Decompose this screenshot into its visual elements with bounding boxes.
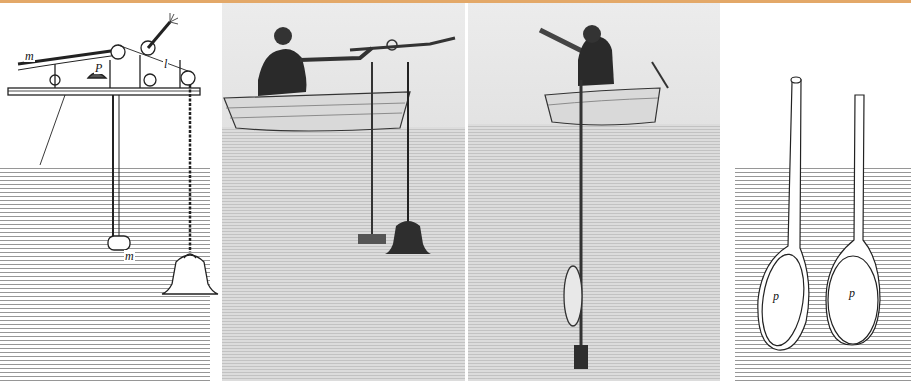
boat-tube-engraving-part	[545, 88, 660, 125]
boat-bell-engraving-part	[350, 38, 455, 50]
apparatus-drawing-part	[184, 254, 196, 258]
apparatus-drawing-part	[119, 95, 120, 238]
apparatus-drawing-part	[8, 91, 200, 92]
boat-bell-engraving-part	[222, 127, 465, 381]
boat-bell-engraving-part	[387, 40, 397, 50]
part-letter: p	[772, 290, 780, 302]
ear-trumpets-part	[757, 252, 809, 349]
ear-trumpets-part	[791, 77, 801, 83]
boat-bell-engraving-part	[358, 234, 386, 244]
part-letter: P	[94, 62, 103, 74]
part-letter: p	[848, 287, 856, 299]
top-rule	[0, 0, 911, 3]
apparatus-drawing-part	[54, 64, 55, 88]
boat-bell-engraving-part	[222, 3, 465, 130]
boat-bell-engraving-part	[258, 49, 307, 96]
part-letter: l	[163, 58, 168, 70]
apparatus-drawing-part	[112, 95, 114, 238]
boat-tube-engraving-part	[583, 25, 601, 43]
apparatus-drawing-part	[109, 60, 110, 88]
boat-tube-engraving-part	[578, 36, 614, 86]
boat-tube-engraving	[468, 3, 720, 381]
apparatus-drawing-part	[179, 60, 180, 88]
apparatus-drawing-part	[170, 13, 178, 24]
boat-bell-engraving-part	[407, 62, 409, 222]
apparatus-drawing-part	[118, 45, 188, 71]
apparatus-drawing-part	[108, 236, 130, 250]
apparatus-drawing	[0, 13, 218, 381]
ear-trumpets-part	[735, 168, 911, 381]
apparatus-drawing-part	[144, 74, 156, 86]
boat-tube-engraving-part	[468, 3, 720, 130]
apparatus-drawing-part	[162, 255, 218, 294]
boat-bell-engraving-part	[371, 62, 373, 238]
boat-tube-engraving-part	[548, 98, 658, 105]
part-letter: m	[24, 50, 35, 62]
ear-trumpets-part	[828, 256, 878, 344]
boat-bell-engraving-part	[385, 221, 431, 254]
ear-trumpets-part	[826, 95, 880, 345]
ear-trumpets	[735, 77, 911, 381]
boat-tube-engraving-part	[652, 62, 668, 88]
apparatus-drawing-part	[181, 71, 195, 85]
boat-tube-engraving-part	[564, 266, 582, 326]
apparatus-drawing-part	[40, 95, 65, 165]
apparatus-drawing-part	[189, 85, 192, 252]
boat-tube-engraving-part	[468, 124, 720, 381]
boat-bell-engraving-part	[274, 27, 292, 45]
apparatus-drawing-part	[8, 88, 200, 95]
part-letter: m	[124, 250, 135, 262]
boat-tube-engraving-part	[574, 345, 588, 369]
boat-bell-engraving-part	[226, 103, 405, 118]
apparatus-drawing-part	[139, 55, 140, 88]
boat-bell-engraving-part	[224, 92, 410, 131]
boat-bell-engraving	[222, 3, 465, 381]
apparatus-drawing-part	[148, 22, 170, 48]
